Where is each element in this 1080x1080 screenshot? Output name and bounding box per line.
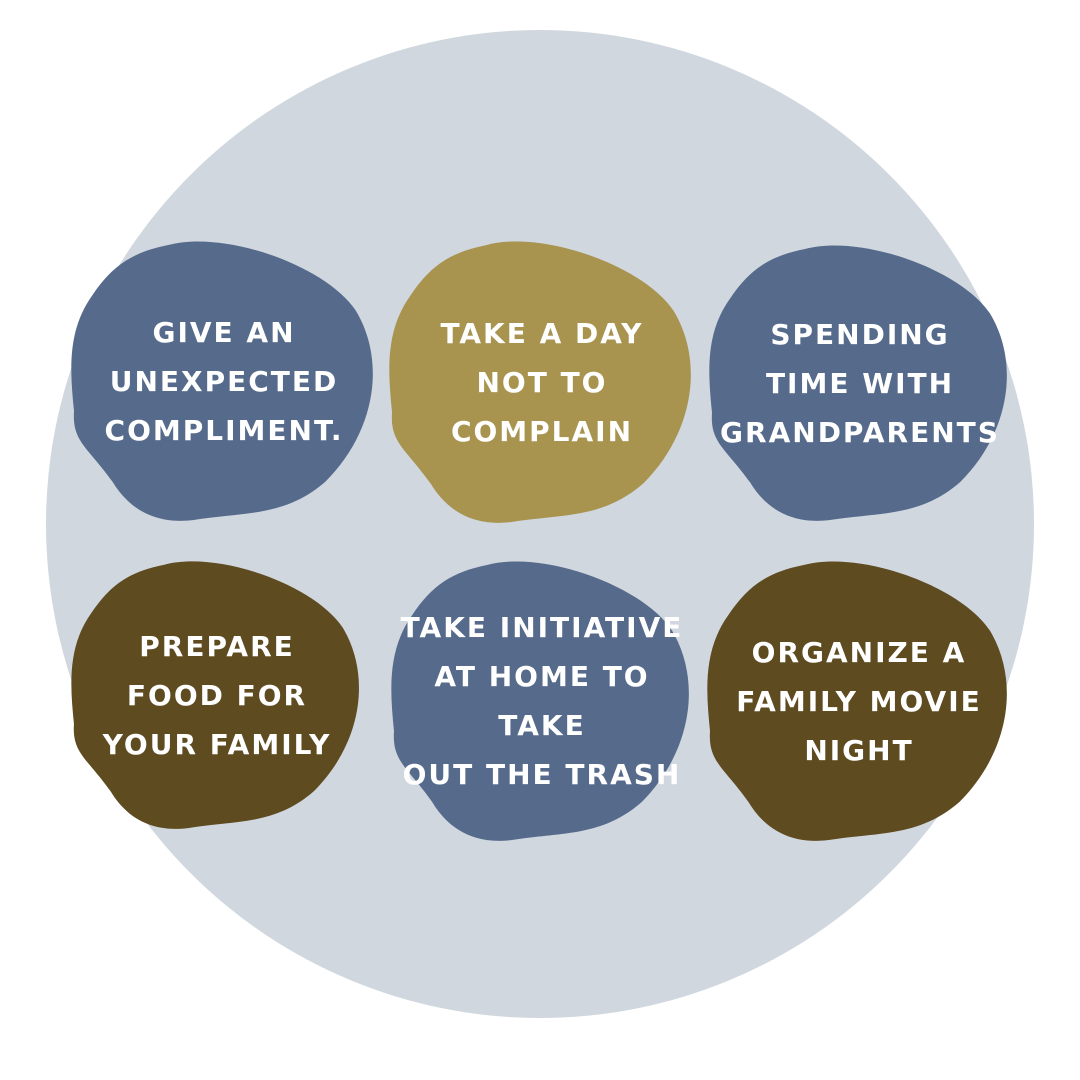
blob-shape xyxy=(389,241,691,523)
blob-label: ORGANIZE A FAMILY MOVIE NIGHT xyxy=(736,635,982,767)
blob-give-compliment: GIVE AN UNEXPECTED COMPLIMENT. xyxy=(71,240,376,522)
blob-label: PREPARE FOOD FOR YOUR FAMILY xyxy=(102,629,332,761)
blob-shape xyxy=(71,241,373,521)
blob-shape xyxy=(707,561,1007,841)
blob-label: SPENDING TIME WITH GRANDPARENTS xyxy=(720,317,1000,449)
blob-movie-night: ORGANIZE A FAMILY MOVIE NIGHT xyxy=(707,560,1010,842)
blob-shape xyxy=(391,561,689,841)
blob-label: GIVE AN UNEXPECTED COMPLIMENT. xyxy=(104,315,344,447)
blob-shape xyxy=(71,561,359,829)
blob-no-complain: TAKE A DAY NOT TO COMPLAIN xyxy=(389,240,694,524)
blob-prepare-food: PREPARE FOOD FOR YOUR FAMILY xyxy=(71,560,362,830)
blob-label: TAKE INITIATIVE AT HOME TO TAKE OUT THE … xyxy=(400,611,684,791)
blob-grandparents: SPENDING TIME WITH GRANDPARENTS xyxy=(709,244,1010,522)
blob-label: TAKE A DAY NOT TO COMPLAIN xyxy=(440,316,644,448)
blob-take-trash: TAKE INITIATIVE AT HOME TO TAKE OUT THE … xyxy=(391,560,692,842)
blob-shape xyxy=(709,245,1007,521)
background-circle xyxy=(46,30,1034,1018)
